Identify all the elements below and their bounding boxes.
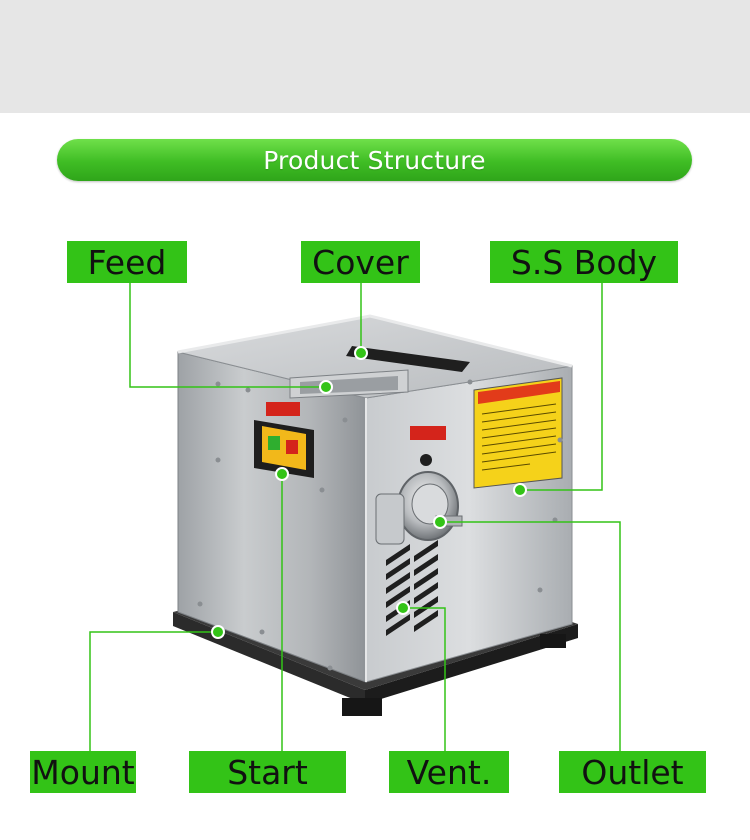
safety-tag — [410, 426, 446, 440]
label-outlet: Outlet — [559, 751, 706, 793]
label-body: S.S Body — [490, 241, 678, 283]
feed-leader — [129, 283, 326, 388]
warning-sticker — [473, 377, 563, 489]
mount-marker — [211, 625, 225, 639]
outlet-marker — [433, 515, 447, 529]
body-leader — [520, 283, 603, 491]
leader-lines — [89, 283, 621, 751]
vent-marker — [396, 601, 410, 615]
vent-leader — [403, 607, 446, 751]
label-mount: Mount — [30, 751, 136, 793]
top-gray-band — [0, 0, 750, 113]
panel-screws — [197, 379, 563, 671]
outlet-leader — [440, 521, 621, 751]
label-start: Start — [189, 751, 346, 793]
cover-marker — [354, 346, 368, 360]
start-switch — [254, 420, 314, 478]
cover-slot — [346, 346, 470, 372]
label-cover: Cover — [301, 241, 420, 283]
label-feed: Feed — [67, 241, 187, 283]
marker-dots — [211, 346, 527, 639]
start-switch-tag — [266, 402, 300, 416]
start-marker — [275, 467, 289, 481]
section-banner: Product Structure — [57, 139, 692, 181]
label-vent: Vent. — [389, 751, 509, 793]
mount-leader — [89, 631, 218, 751]
banner-title: Product Structure — [263, 145, 486, 175]
feed-marker — [319, 380, 333, 394]
body-marker — [513, 483, 527, 497]
